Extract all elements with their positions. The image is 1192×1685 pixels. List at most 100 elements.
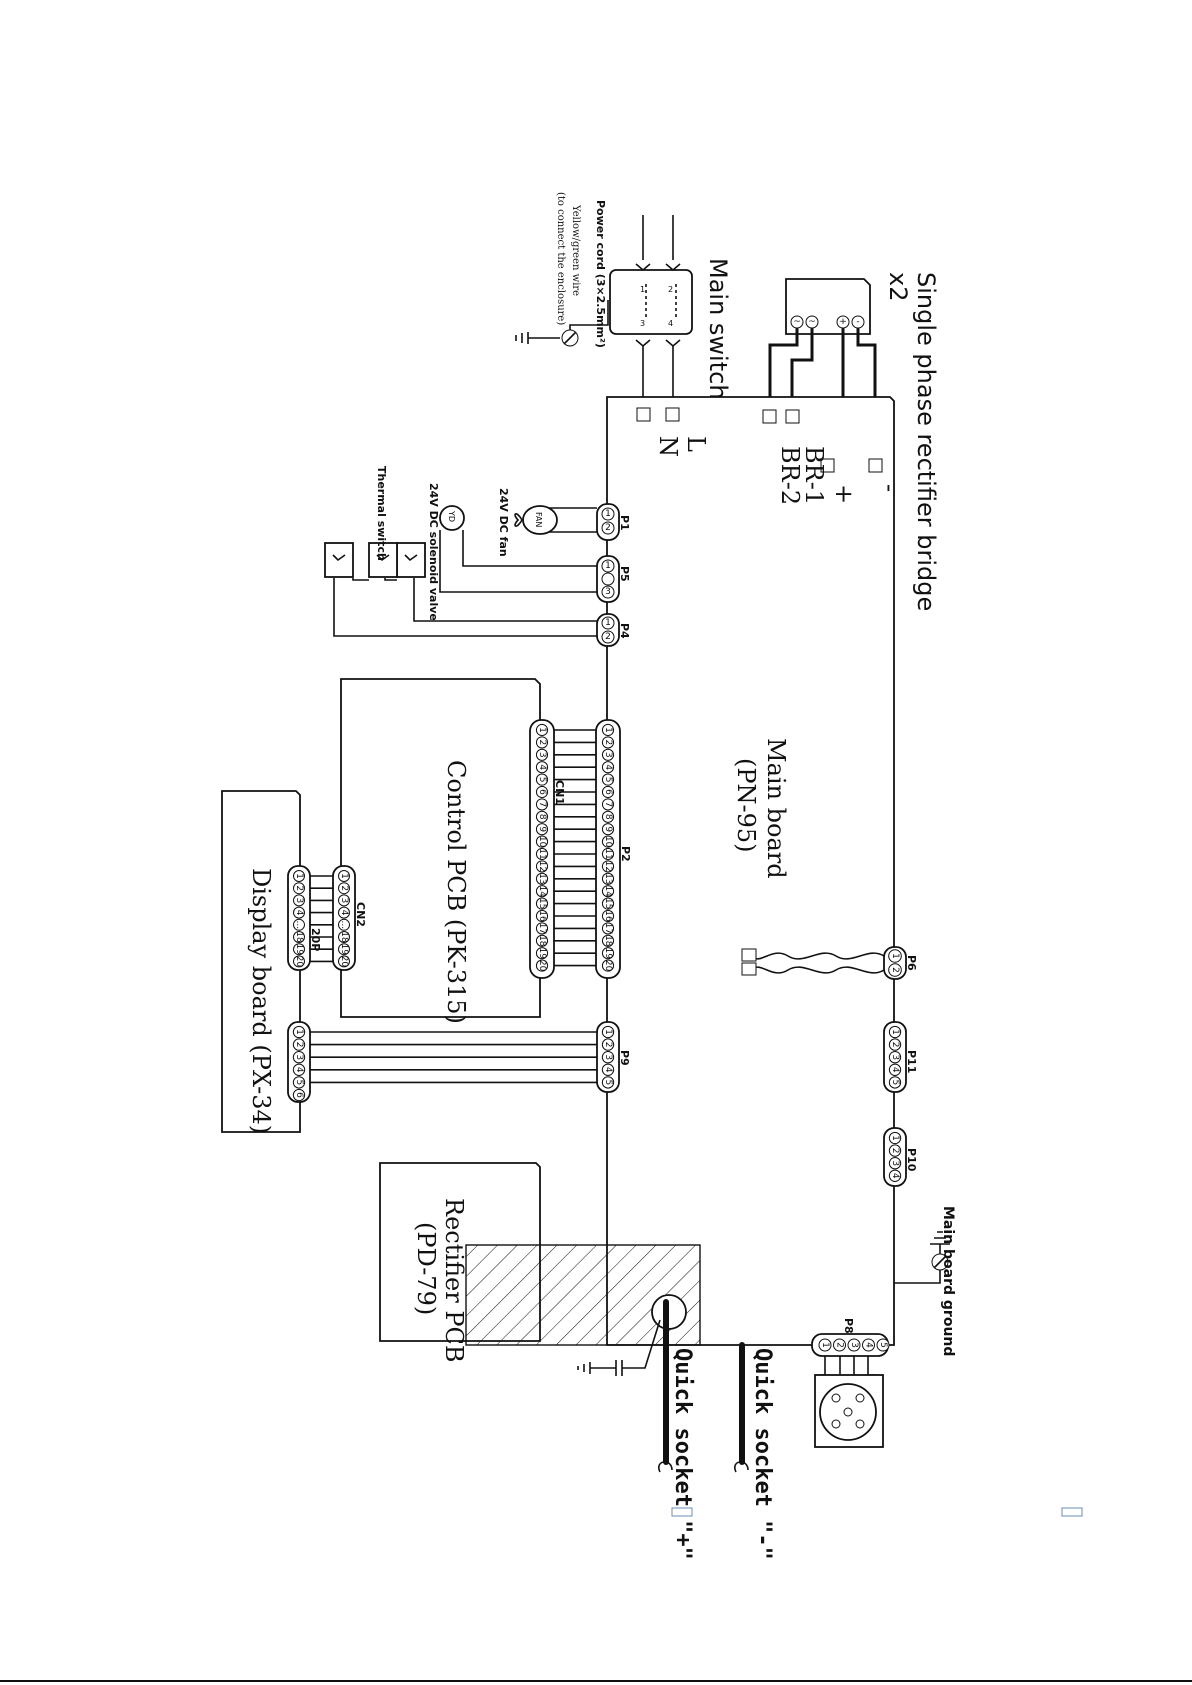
cn1-pin — [535, 847, 549, 861]
heatsink — [465, 1244, 701, 1346]
disp6-pin-label: 3 — [294, 1054, 304, 1060]
svg-text:~: ~ — [793, 317, 801, 327]
cn1-pin-label: 18 — [537, 935, 547, 947]
svg-text:1: 1 — [605, 509, 611, 519]
cn2-pin — [338, 943, 350, 956]
bridge-pin: + — [836, 315, 850, 329]
disp20-pin-label: 18 — [294, 931, 304, 943]
p2-pin-label: 14 — [603, 885, 613, 897]
svg-text:3: 3 — [640, 319, 645, 328]
term-plus-label: + — [830, 484, 858, 504]
cn1-pin — [535, 748, 549, 761]
p2-pin-label: 20 — [603, 960, 613, 972]
p9-pin — [601, 1063, 615, 1076]
cn2-pin — [338, 906, 350, 919]
disp6-pin — [292, 1038, 306, 1051]
cn1-pin — [535, 860, 549, 873]
p2-pin — [601, 773, 615, 786]
connector-p5: 1 3 P5 YD 24V DC solenoid valve — [427, 483, 631, 621]
p10-pin-label: 1 — [890, 1135, 900, 1141]
p10-pin — [888, 1131, 902, 1145]
p2-pin-label: 7 — [603, 802, 613, 808]
p9-pin-label: 2 — [603, 1042, 613, 1048]
term-n-label: N — [654, 436, 682, 457]
cn1-pin — [535, 773, 549, 786]
disp6-pin-label: 4 — [294, 1067, 304, 1073]
p10-pin-label: 4 — [890, 1173, 900, 1179]
cn2-pin — [338, 870, 350, 882]
p10-pin — [888, 1144, 902, 1157]
capacitor — [577, 1319, 661, 1376]
p2-pin — [601, 835, 615, 848]
ribbon-cable — [310, 875, 333, 963]
cn1-pin-label: 2 — [537, 740, 547, 746]
cn1-pin-label: 10 — [537, 836, 547, 848]
p10-pin-label: 2 — [890, 1148, 900, 1154]
rectifier-bridge-qty: x2 — [884, 272, 912, 301]
rectifier-pcb-label: Rectifier PCB — [440, 1198, 468, 1363]
p9-pin — [601, 1038, 615, 1051]
cn1-pin — [535, 823, 549, 836]
p8-pin — [847, 1338, 861, 1352]
svg-text:P9: P9 — [618, 1050, 631, 1066]
disp20-pin — [293, 943, 305, 956]
p2-pin — [601, 823, 615, 836]
p2-pin — [601, 748, 615, 761]
term-l-label: L — [682, 436, 710, 452]
disp20-pin — [293, 918, 305, 931]
main-board-label: Main board — [762, 738, 790, 879]
cn1-pin — [535, 810, 549, 823]
cn1-pin-label: 8 — [537, 814, 547, 820]
cn1-pin-label: 4 — [537, 764, 547, 770]
term-br1-label: BR-1 — [800, 446, 828, 505]
disp20-pin-label: 1 — [294, 873, 304, 879]
disp6-pin — [292, 1025, 306, 1039]
terminal-plus — [820, 458, 835, 473]
p11-pin-label: 5 — [890, 1080, 900, 1086]
cn1-pin-label: 7 — [537, 802, 547, 808]
p9-pin-label: 1 — [603, 1029, 613, 1035]
svg-text:+: + — [839, 317, 847, 327]
cn1-pin-label: 6 — [537, 789, 547, 795]
svg-text:P1: P1 — [618, 515, 631, 531]
svg-text:P4: P4 — [618, 623, 631, 639]
disp20-pin — [293, 894, 305, 907]
p11-pin-label: 1 — [890, 1029, 900, 1035]
p2-pin — [601, 947, 615, 960]
p8-pin — [862, 1338, 875, 1352]
p6-pin — [888, 949, 902, 963]
p2-pin-label: 19 — [603, 947, 613, 959]
connector-p4: 1 2 P4 Thermal switch — [324, 466, 631, 647]
cn1-pin — [535, 835, 549, 848]
main-switch: Main switch 1 2 3 4 — [609, 215, 732, 410]
cn2-pin — [338, 894, 350, 907]
rectifier-bridge-label: Single phase rectifier bridge — [912, 272, 940, 611]
control-pcb: Control PCB (PK-315) — [340, 678, 541, 1024]
p9-pin-label: 5 — [603, 1080, 613, 1086]
p2-pin-label: 4 — [603, 764, 613, 770]
cn2-pin-label: ... — [339, 921, 349, 930]
p11-pin — [888, 1038, 902, 1051]
svg-text:2: 2 — [605, 632, 611, 642]
p8-pin-label: 3 — [849, 1342, 859, 1348]
cn2-pin — [338, 955, 350, 968]
p11-pin — [888, 1025, 902, 1039]
cn1-pin-label: 15 — [537, 898, 547, 909]
p2-pin — [601, 922, 615, 935]
svg-text:1: 1 — [640, 285, 645, 294]
disp20-pin-label: 4 — [294, 910, 304, 916]
earth-icon — [577, 1362, 616, 1374]
p11-pin-label: 2 — [890, 1042, 900, 1048]
p2-pin-label: 17 — [603, 923, 613, 934]
fan-icon — [522, 505, 558, 535]
disp6-pin-label: 1 — [294, 1029, 304, 1035]
p2-pin-label: 6 — [603, 789, 613, 795]
